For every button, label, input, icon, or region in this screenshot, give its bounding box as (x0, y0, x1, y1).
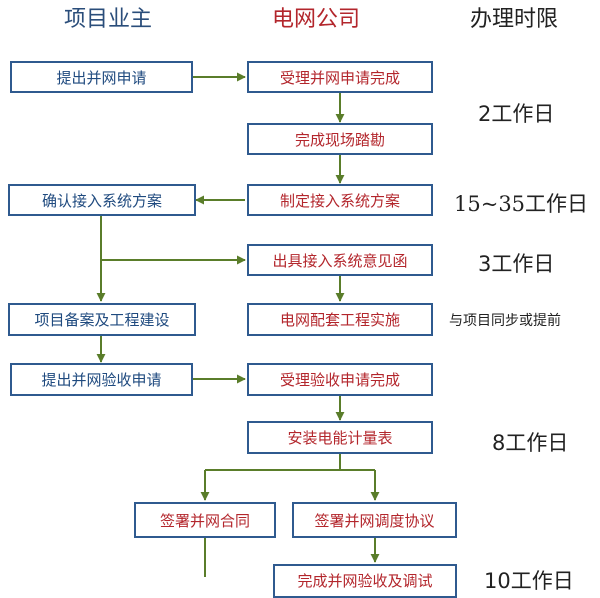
box-accept-application: 受理并网申请完成 (247, 61, 433, 93)
flow-connectors (96, 72, 380, 577)
duration-10-days: 10工作日 (484, 569, 574, 593)
box-make-access-plan: 制定接入系统方案 (247, 184, 433, 216)
box-confirm-access-plan: 确认接入系统方案 (8, 184, 196, 216)
box-filing-and-construction: 项目备案及工程建设 (8, 303, 196, 336)
box-grid-supporting-project: 电网配套工程实施 (247, 303, 433, 336)
box-accept-acceptance: 受理验收申请完成 (247, 363, 433, 396)
duration-2-days: 2工作日 (478, 102, 555, 126)
header-time-limit: 办理时限 (470, 7, 559, 32)
box-install-meter: 安装电能计量表 (247, 421, 433, 454)
box-sign-dispatch-agreement: 签署并网调度协议 (292, 502, 457, 538)
duration-8-days: 8工作日 (492, 431, 569, 455)
duration-15-35-days: 15~35工作日 (454, 192, 589, 216)
duration-sync-with-project: 与项目同步或提前 (449, 313, 561, 329)
header-project-owner: 项目业主 (64, 7, 153, 32)
box-site-survey: 完成现场踏勘 (247, 123, 433, 155)
header-grid-company: 电网公司 (272, 7, 361, 32)
box-apply-grid-connection: 提出并网申请 (10, 61, 193, 93)
box-sign-contract: 签署并网合同 (134, 502, 276, 538)
box-apply-acceptance: 提出并网验收申请 (10, 363, 193, 396)
duration-3-days: 3工作日 (478, 252, 555, 276)
box-acceptance-and-debug: 完成并网验收及调试 (273, 564, 457, 598)
box-opinion-letter: 出具接入系统意见函 (247, 244, 433, 276)
